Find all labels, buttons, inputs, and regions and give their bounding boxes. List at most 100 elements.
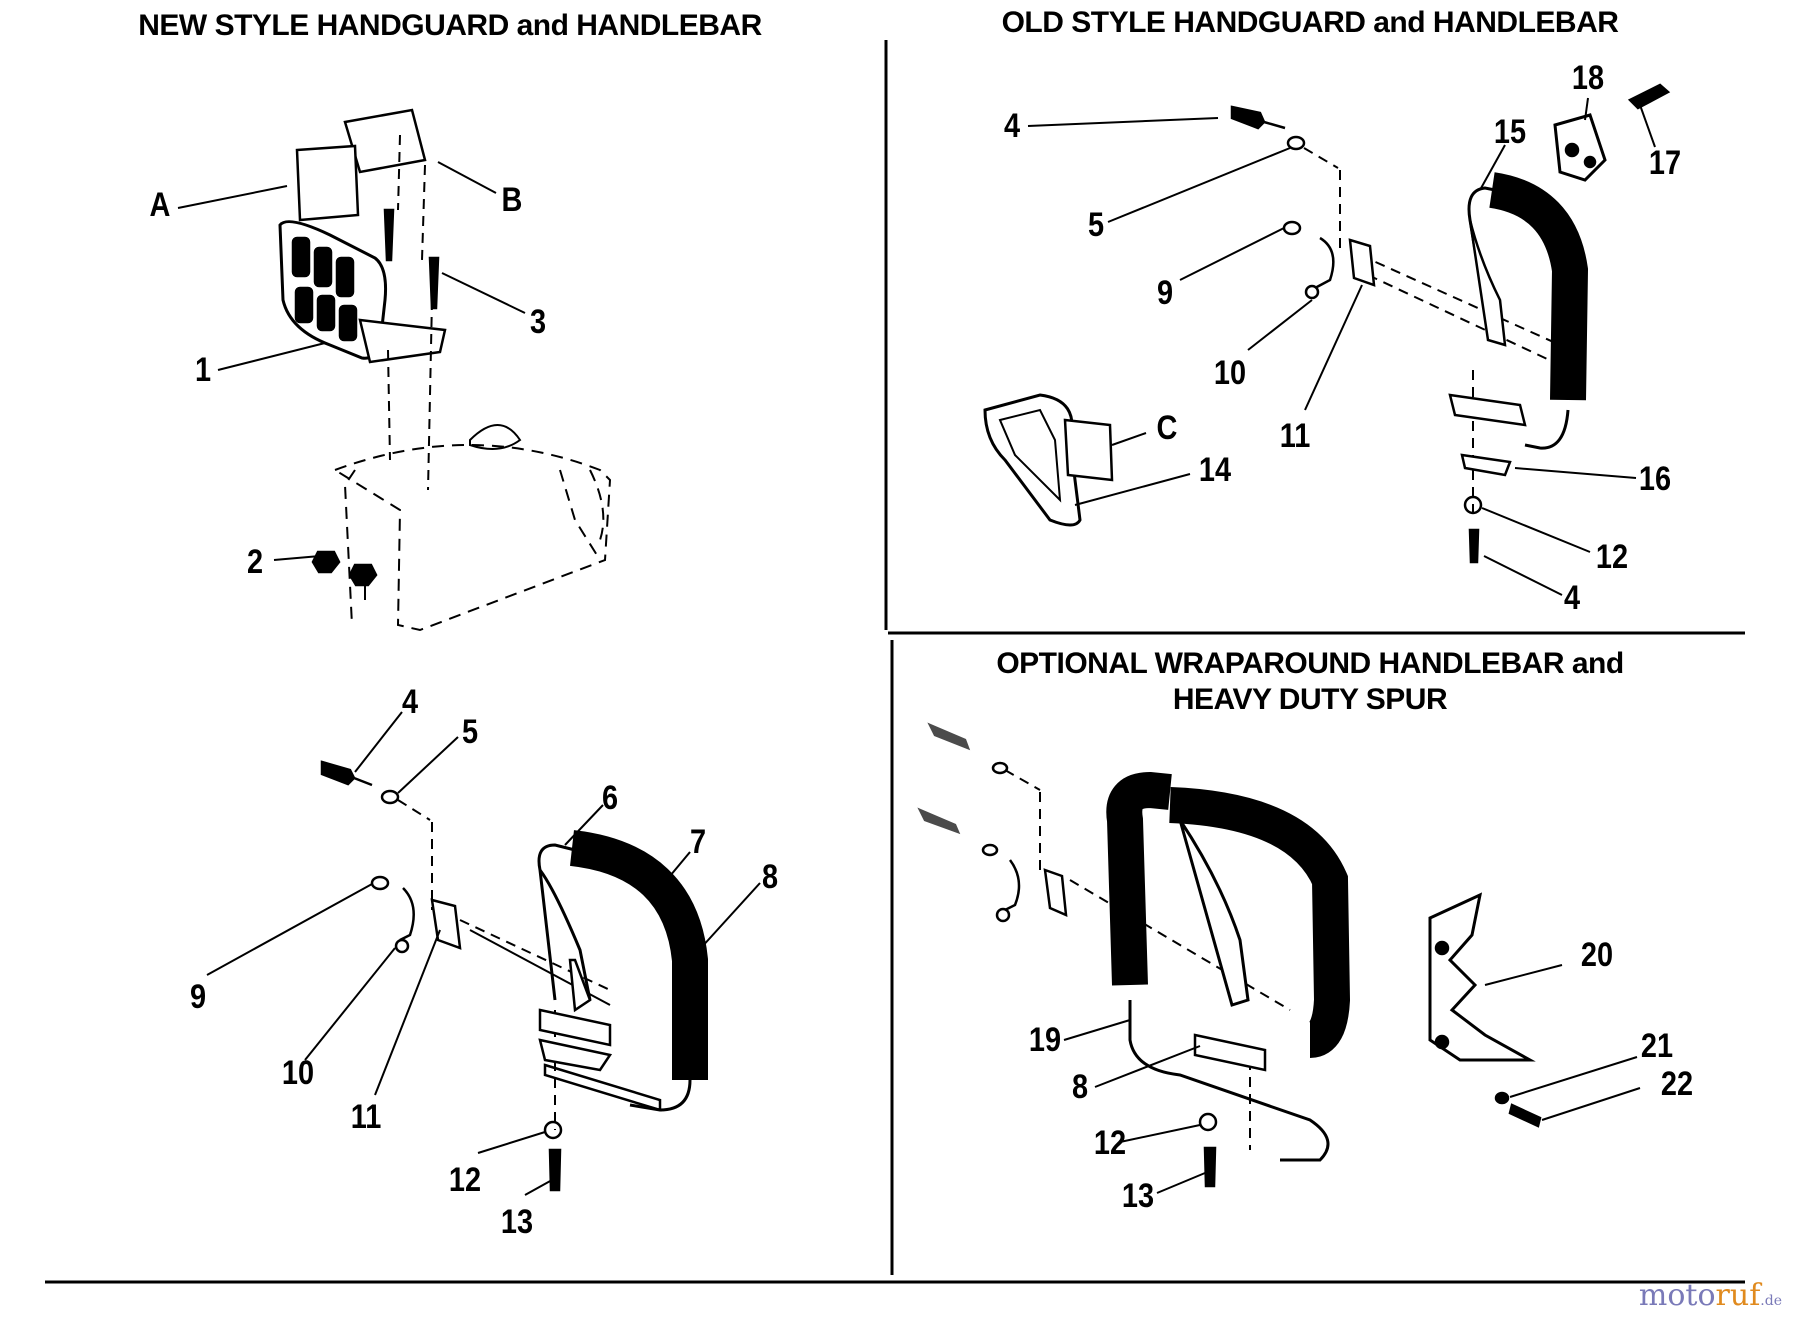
bracket-8 — [538, 1008, 612, 1047]
decal-c — [1063, 418, 1114, 482]
callout-8: 8 — [761, 858, 779, 896]
callout-4: 4 — [1563, 579, 1581, 617]
handguard-foot — [358, 318, 447, 364]
callout-12: 12 — [1595, 538, 1629, 576]
handlebar-tube — [1467, 186, 1496, 341]
title-old-style: OLD STYLE HANDGUARD and HANDLEBAR — [1001, 6, 1619, 39]
bolt — [320, 760, 356, 786]
callout-15: 15 — [1493, 113, 1527, 151]
callout-20: 20 — [1580, 936, 1614, 974]
old-style-drawing — [983, 83, 1671, 564]
washer — [380, 789, 400, 805]
optional-drawing — [917, 722, 1542, 1188]
callout-2: 2 — [246, 543, 264, 581]
wraparound-grip-right — [1169, 787, 1351, 1058]
wire — [399, 887, 415, 942]
new-handlebar-drawing — [320, 760, 708, 1192]
heavy-duty-spur-20 — [1428, 892, 1536, 1062]
bolt-13 — [548, 1148, 562, 1192]
handguard-slot — [313, 246, 333, 288]
handguard-slot — [338, 304, 358, 342]
callout-12: 12 — [1093, 1124, 1127, 1162]
washer-12 — [1198, 1112, 1218, 1132]
decal-b — [343, 108, 427, 174]
callout-8: 8 — [1071, 1068, 1089, 1106]
leader-lines-new-bottom — [206, 711, 761, 1196]
washer-21 — [1494, 1091, 1510, 1105]
bracket — [1043, 868, 1068, 918]
handlebar-grip — [1488, 172, 1589, 401]
nut — [311, 550, 341, 574]
handguard-slot — [335, 256, 355, 298]
handguard-slot — [291, 236, 311, 278]
wraparound-tube — [1128, 1000, 1330, 1162]
callout-4: 4 — [401, 683, 419, 721]
bracket-16 — [1448, 393, 1527, 427]
wraparound-grip-left — [1106, 771, 1172, 986]
spur-18 — [1553, 113, 1607, 182]
handguard-slot — [316, 294, 336, 332]
decal-a — [295, 144, 360, 222]
callout-21: 21 — [1640, 1027, 1674, 1065]
callout-11: 11 — [350, 1098, 382, 1136]
callout-b: B — [501, 181, 523, 219]
bracket-8 — [1193, 1033, 1267, 1072]
callout-17: 17 — [1648, 144, 1682, 182]
callout-9: 9 — [189, 978, 207, 1016]
new-handguard-drawing — [278, 108, 612, 632]
bolt-13 — [1203, 1146, 1217, 1188]
callout-18: 18 — [1571, 59, 1605, 97]
leader-lines-old — [1027, 97, 1656, 596]
callout-5: 5 — [461, 713, 479, 751]
bolt — [1230, 105, 1266, 130]
watermark-part1: moto — [1638, 1278, 1716, 1313]
leader-lines-new-top — [177, 161, 526, 561]
callout-7: 7 — [689, 823, 707, 861]
washer — [1282, 220, 1302, 236]
callout-10: 10 — [1213, 354, 1247, 392]
handguard-14 — [983, 393, 1082, 527]
washer — [1286, 135, 1306, 151]
washer — [370, 875, 390, 891]
bolt-22 — [1508, 1103, 1542, 1128]
terminal — [1304, 284, 1320, 300]
handlebar-grip — [569, 830, 708, 1080]
terminal — [394, 938, 410, 954]
washer-12 — [543, 1120, 563, 1140]
handlebar-tube — [537, 843, 576, 1001]
callout-4: 4 — [1003, 107, 1021, 145]
leader-lines-optional — [1063, 964, 1641, 1194]
callout-1: 1 — [194, 351, 212, 389]
wire — [1004, 859, 1021, 912]
panel-dividers — [45, 40, 1745, 1284]
handguard-slot — [294, 286, 314, 324]
callout-22: 22 — [1660, 1065, 1694, 1103]
callout-13: 13 — [1121, 1177, 1155, 1215]
callout-13: 13 — [500, 1203, 534, 1241]
nut — [348, 563, 378, 587]
callout-5: 5 — [1087, 206, 1105, 244]
screw — [428, 256, 440, 310]
callout-12: 12 — [448, 1161, 482, 1199]
title-optional-line1: OPTIONAL WRAPAROUND HANDLEBAR and — [996, 647, 1624, 680]
title-new-style: NEW STYLE HANDGUARD and HANDLEBAR — [138, 9, 762, 42]
callout-10: 10 — [281, 1054, 315, 1092]
callout-9: 9 — [1156, 274, 1174, 312]
screw — [383, 208, 395, 262]
callout-6: 6 — [601, 779, 619, 817]
title-optional-line2: HEAVY DUTY SPUR — [1172, 683, 1448, 716]
washer-12 — [1463, 495, 1483, 515]
watermark-part3: .de — [1760, 1293, 1782, 1309]
callout-16: 16 — [1638, 460, 1672, 498]
watermark-logo: motoruf.de — [1639, 1278, 1782, 1313]
wire — [1314, 236, 1335, 290]
watermark-part2: ruf — [1715, 1278, 1761, 1313]
bracket-11 — [1348, 238, 1376, 287]
bolt-17 — [1627, 83, 1671, 110]
bracket — [430, 898, 462, 950]
callout-3: 3 — [529, 303, 547, 341]
callout-a: A — [149, 186, 171, 224]
callout-c: C — [1156, 409, 1178, 447]
